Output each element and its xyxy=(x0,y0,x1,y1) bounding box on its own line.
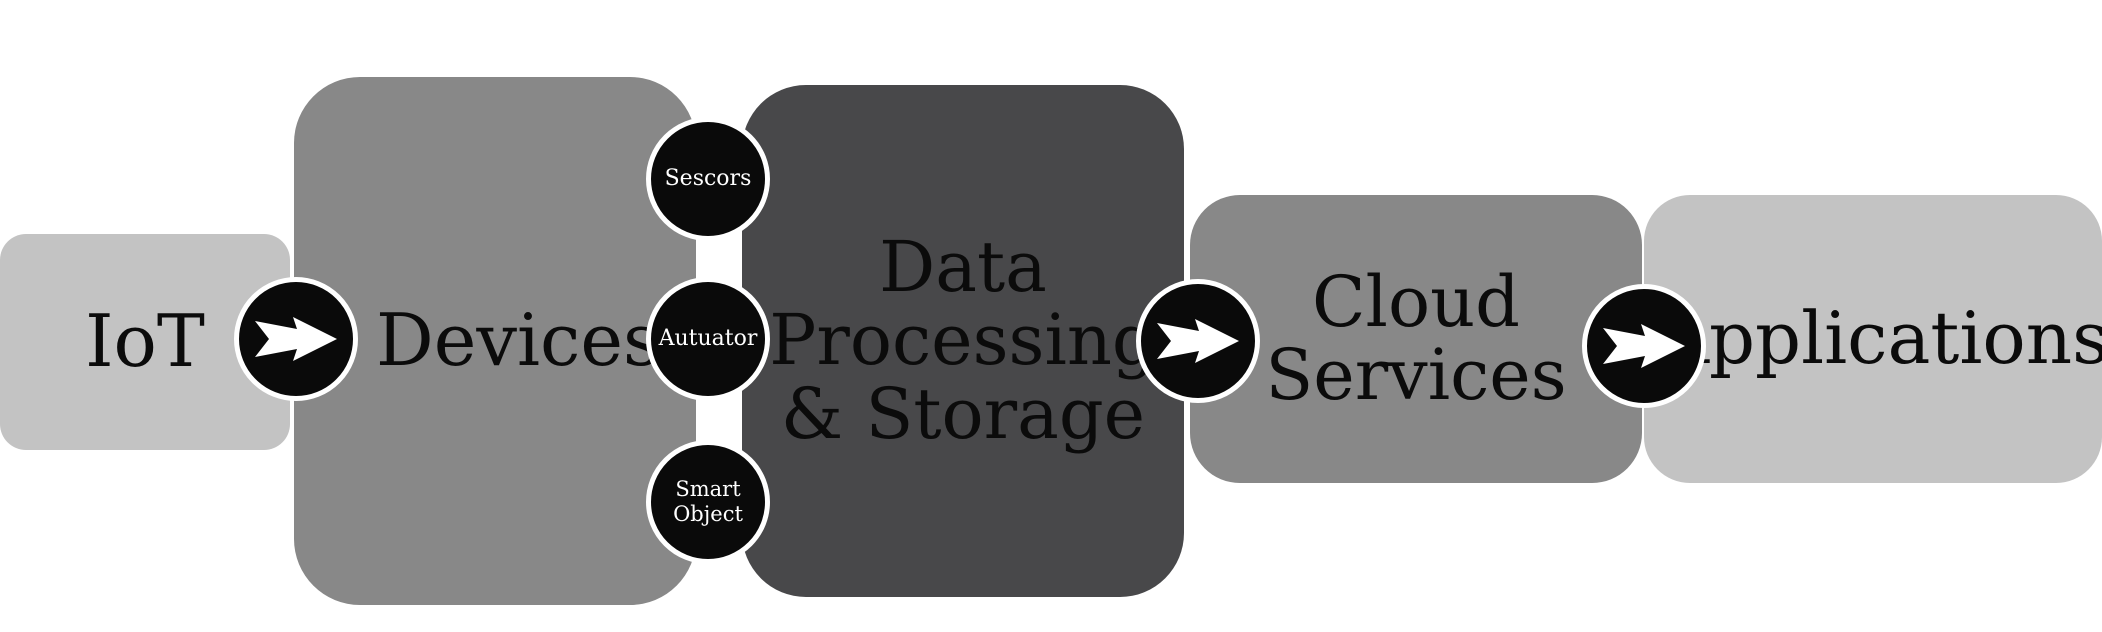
stage-applications: Applications xyxy=(1644,195,2102,483)
stage-data-processing-label: Data Processing & Storage xyxy=(769,225,1157,455)
stage-iot-label: IoT xyxy=(85,299,205,384)
device-smart-object-label: Smart Object xyxy=(673,477,743,527)
stage-cloud-services-label: Cloud Services xyxy=(1265,260,1567,416)
stage-data-processing-line-1: Data xyxy=(879,225,1047,308)
device-sensors-node: Sescors xyxy=(646,117,770,241)
arrow-right-icon xyxy=(234,277,358,401)
device-actuator-node: Autuator xyxy=(646,277,770,401)
arrow-right-icon xyxy=(1582,284,1706,408)
device-smart-object-line-2: Object xyxy=(673,502,743,526)
stage-cloud-services-line-1: Cloud xyxy=(1312,260,1520,343)
arrow-right-icon-shape xyxy=(1603,324,1685,368)
device-sensors-label: Sescors xyxy=(664,166,752,192)
device-actuator-label: Autuator xyxy=(658,326,758,352)
stage-devices: Devices xyxy=(294,77,696,605)
stage-cloud-services: Cloud Services xyxy=(1190,195,1642,483)
stage-data-processing-line-2: Processing xyxy=(769,299,1157,382)
arrow-right-icon-shape xyxy=(255,317,337,361)
stage-data-processing: Data Processing & Storage xyxy=(742,85,1184,597)
arrow-right-icon-shape xyxy=(1157,319,1239,363)
stage-cloud-services-line-2: Services xyxy=(1265,334,1567,416)
stage-devices-label: Devices xyxy=(376,298,660,383)
arrow-right-icon xyxy=(1136,279,1260,403)
stage-applications-label: Applications xyxy=(1656,296,2102,381)
stage-data-processing-line-3: & Storage xyxy=(780,372,1146,455)
device-smart-object-node: Smart Object xyxy=(646,440,770,564)
device-smart-object-line-1: Smart xyxy=(675,477,741,502)
